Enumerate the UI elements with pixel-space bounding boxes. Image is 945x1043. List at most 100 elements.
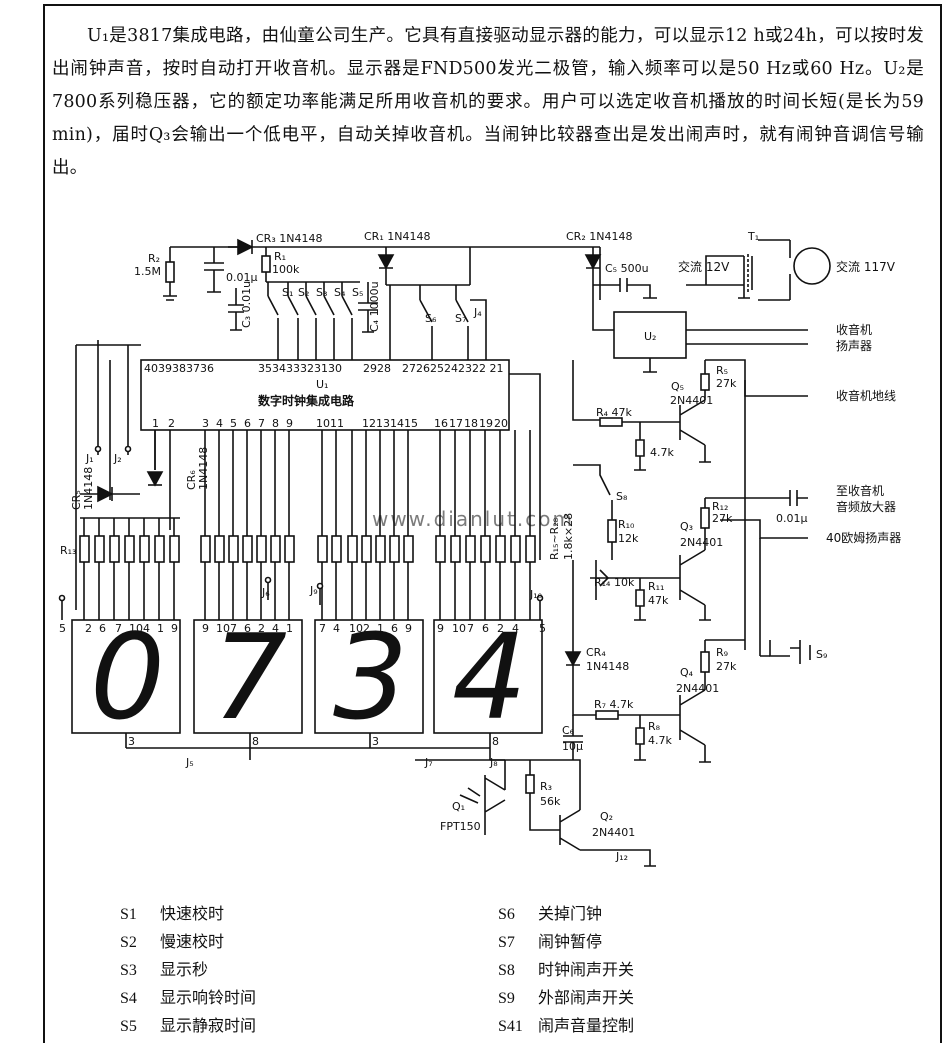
digit-4-pin: 7 bbox=[467, 622, 474, 635]
legend-code: S2 bbox=[120, 934, 137, 951]
r14-label: R₁₄ 10k bbox=[594, 576, 635, 589]
s4-label: S₄ bbox=[334, 286, 346, 299]
s1-label: S₁ bbox=[282, 286, 293, 299]
j4-label: J₄ bbox=[473, 306, 482, 319]
common-pin-1: 3 bbox=[128, 735, 135, 748]
ac117-label: 交流 117V bbox=[836, 259, 896, 274]
ac12-label: 交流 12V bbox=[678, 259, 730, 274]
ic-bottom-pin: 5 bbox=[230, 417, 237, 430]
ic-pins-top-right: 272625242322 21 bbox=[402, 362, 503, 375]
r10-label: R₁₀ bbox=[618, 518, 635, 531]
legend-code: S41 bbox=[498, 1018, 523, 1035]
radio-speaker-line1: 收音机 bbox=[836, 322, 872, 337]
digit-2-pin: 6 bbox=[244, 622, 251, 635]
digit-2-pin: 10 bbox=[216, 622, 230, 635]
ic-bottom-pin: 19 bbox=[479, 417, 493, 430]
q3-label: Q₃ bbox=[680, 520, 693, 533]
speaker-40-label: 40欧姆扬声器 bbox=[826, 530, 901, 545]
common-pin-4: 8 bbox=[492, 735, 499, 748]
ic-pins-top-mid: 353433323130 bbox=[258, 362, 342, 375]
digit-4-pin: 6 bbox=[482, 622, 489, 635]
legend-desc: 显示秒 bbox=[160, 960, 209, 979]
ic-pins-top-left: 4039383736 bbox=[144, 362, 214, 375]
cr4-label: CR₄ bbox=[586, 646, 606, 659]
q1-label: Q₁ bbox=[452, 800, 465, 813]
ic-bottom-pin: 2 bbox=[168, 417, 175, 430]
ic-bottom-pin: 17 bbox=[449, 417, 463, 430]
legend-desc: 显示响铃时间 bbox=[160, 988, 257, 1007]
display-digit-1: 0 bbox=[90, 608, 165, 746]
j5-label: J₅ bbox=[185, 756, 194, 769]
j9-label: J₉ bbox=[309, 584, 318, 597]
digit-3-pin: 10 bbox=[349, 622, 363, 635]
ic-bottom-pin: 11 bbox=[330, 417, 344, 430]
r11-value: 47k bbox=[648, 594, 669, 607]
s6-label: S₆ bbox=[425, 312, 437, 325]
u2-label: U₂ bbox=[644, 330, 656, 343]
common-pin-3: 3 bbox=[372, 735, 379, 748]
figure-frame bbox=[43, 4, 942, 1043]
q3-type: 2N4401 bbox=[680, 536, 723, 549]
digit-1-pin: 6 bbox=[99, 622, 106, 635]
r9-label: R₉ bbox=[716, 646, 728, 659]
digit-2-pin: 9 bbox=[202, 622, 209, 635]
r13-label: R₁₃ bbox=[60, 544, 76, 557]
digit-1-pin: 7 bbox=[115, 622, 122, 635]
digit-4-pin: 2 bbox=[497, 622, 504, 635]
legend-item: S41 闹声音量控制 bbox=[498, 1012, 634, 1036]
cr3-label: CR₃ 1N4148 bbox=[256, 232, 322, 245]
digit-1-pin: 10 bbox=[129, 622, 143, 635]
cr6-type: 1N4148 bbox=[197, 447, 210, 490]
c4-label: C₄ 1000u bbox=[368, 281, 381, 332]
ic-bottom-pin: 4 bbox=[216, 417, 223, 430]
digit-2-pin: 4 bbox=[272, 622, 279, 635]
r47k-a: 4.7k bbox=[650, 446, 674, 459]
r3-label: R₃ bbox=[540, 780, 552, 793]
r8-value: 4.7k bbox=[648, 734, 672, 747]
legend-desc: 闹声音量控制 bbox=[538, 1016, 635, 1035]
j2-label: J₂ bbox=[113, 452, 122, 465]
ic-bottom-pin: 6 bbox=[244, 417, 251, 430]
ic-name: U₁ bbox=[316, 378, 328, 391]
legend-code: S5 bbox=[120, 1018, 137, 1035]
digit-1-pin: 4 bbox=[143, 622, 150, 635]
legend-desc: 慢速校时 bbox=[160, 932, 225, 951]
cr5-label: CR₅ bbox=[70, 490, 83, 510]
digit-4-pin: 5 bbox=[539, 622, 546, 635]
ic-bottom-pin: 18 bbox=[464, 417, 478, 430]
s7-label: S₇ bbox=[455, 312, 466, 325]
legend-code: S1 bbox=[120, 906, 137, 923]
digit-3-pin: 6 bbox=[391, 622, 398, 635]
q2-type: 2N4401 bbox=[592, 826, 635, 839]
digit-box-2 bbox=[193, 619, 303, 734]
digit-1-pin: 1 bbox=[157, 622, 164, 635]
cap-out-label: 0.01μ bbox=[776, 512, 808, 525]
r2-value: 1.5M bbox=[134, 265, 161, 278]
ic-bottom-pin: 9 bbox=[286, 417, 293, 430]
digit-3-pin: 7 bbox=[319, 622, 326, 635]
cr2-label: CR₂ 1N4148 bbox=[566, 230, 632, 243]
r11-label: R₁₁ bbox=[648, 580, 664, 593]
ic-bottom-pin: 13 bbox=[376, 417, 390, 430]
j8-label: J₈ bbox=[489, 756, 498, 769]
r7-label: R₇ 4.7k bbox=[594, 698, 634, 711]
s3-label: S₃ bbox=[316, 286, 327, 299]
digit-3-pin: 9 bbox=[405, 622, 412, 635]
digit-3-pin: 2 bbox=[363, 622, 370, 635]
j7-label: J₇ bbox=[424, 756, 433, 769]
r9-value: 27k bbox=[716, 660, 737, 673]
legend-code: S3 bbox=[120, 962, 137, 979]
r4-label: R₄ 47k bbox=[596, 406, 633, 419]
digit-4-pin: 9 bbox=[437, 622, 444, 635]
ic-pins-top-mid2: 2928 bbox=[363, 362, 391, 375]
digit-1-pin: 5 bbox=[59, 622, 66, 635]
watermark: www.dianlut.com bbox=[372, 507, 574, 531]
c5-label: C₅ 500u bbox=[605, 262, 649, 275]
q5-label: Q₅ bbox=[671, 380, 684, 393]
digit-2-pin: 1 bbox=[286, 622, 293, 635]
